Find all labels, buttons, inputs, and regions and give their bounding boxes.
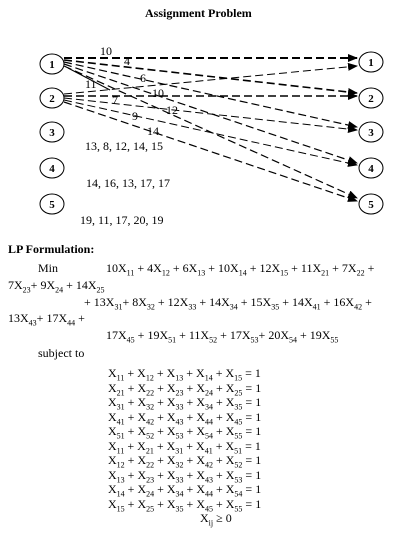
edge-cost-label: 11 (85, 77, 97, 91)
constraint-row: X14 + X24 + X34 + X44 + X54 = 1 (108, 482, 262, 499)
constraint-row: X21 + X22 + X23 + X24 + X25 = 1 (108, 380, 262, 397)
constraint-row: X51 + X52 + X53 + X54 + X55 = 1 (108, 424, 262, 441)
svg-text:5: 5 (49, 199, 55, 211)
edge-cost-label: 10 (100, 44, 112, 58)
right-node-5: 5 (358, 193, 384, 215)
edge-cost-label: 10 (152, 86, 164, 100)
row-costs-3: 13, 8, 12, 14, 15 (85, 139, 163, 153)
svg-text:3: 3 (368, 127, 374, 139)
edge-cost-label: 4 (124, 54, 130, 68)
constraint-row: X15 + X25 + X35 + X45 + X55 = 1 (108, 496, 262, 513)
svg-text:5: 5 (368, 199, 374, 211)
objective-line: + 13X31+ 8X32 + 12X33 + 14X34 + 15X35 + … (84, 295, 372, 312)
assignment-edge (63, 62, 358, 95)
row-costs-5: 19, 11, 17, 20, 19 (80, 213, 164, 227)
assignment-edge (63, 97, 358, 133)
right-node-3: 3 (358, 121, 384, 143)
edge-cost-label: 9 (132, 109, 138, 123)
left-node-3: 3 (39, 121, 65, 143)
objective-line: 17X45 + 19X51 + 11X52 + 17X53+ 20X54 + 1… (106, 328, 339, 345)
edge-cost-label: 7 (112, 93, 118, 107)
right-node-2: 2 (358, 87, 384, 109)
assignment-edge (63, 101, 358, 202)
svg-text:2: 2 (368, 93, 374, 105)
left-node-4: 4 (39, 157, 65, 179)
svg-text:1: 1 (49, 59, 55, 71)
min-label: Min (38, 261, 59, 275)
assignment-edge (63, 59, 358, 96)
left-node-2: 2 (39, 87, 65, 109)
row-costs-4: 14, 16, 13, 17, 17 (86, 176, 170, 190)
assignment-edge (63, 99, 358, 167)
assignment-edge (63, 61, 358, 129)
svg-text:4: 4 (368, 163, 374, 175)
assignment-edge (67, 67, 111, 91)
nonnegativity-constraint: Xij ≥ 0 (200, 511, 232, 528)
constraint-row: X31 + X32 + X33 + X34 + X35 = 1 (108, 395, 262, 412)
constraint-row: X41 + X42 + X43 + X44 + X45 = 1 (108, 409, 262, 426)
svg-text:2: 2 (49, 93, 55, 105)
constraint-row: X11 + X12 + X13 + X14 + X15 = 1 (108, 366, 261, 383)
assignment-edges (63, 54, 358, 202)
objective-line: 13X43+ 17X44 + (8, 311, 85, 328)
constraint-row: X11 + X21 + X31 + X41 + X51 = 1 (108, 438, 261, 455)
left-node-1: 1 (39, 53, 65, 75)
constraint-row: X12 + X22 + X32 + X42 + X52 = 1 (108, 453, 262, 470)
lp-heading: LP Formulation: (8, 242, 95, 256)
edge-cost-label: 6 (140, 71, 146, 85)
objective-line: 10X11 + 4X12 + 6X13 + 10X14 + 12X15 + 11… (106, 261, 375, 278)
subject-to-label: subject to (38, 346, 85, 360)
right-node-1: 1 (358, 51, 384, 73)
left-node-5: 5 (39, 193, 65, 215)
svg-text:4: 4 (49, 163, 55, 175)
assignment-edge (63, 63, 358, 164)
page-title: Assignment Problem (145, 6, 252, 20)
edge-cost-label: 14 (147, 124, 159, 138)
constraint-row: X13 + X23 + X33 + X43 + X53 = 1 (108, 467, 262, 484)
objective-line: 7X23+ 9X24 + 14X25 (8, 278, 105, 295)
svg-text:1: 1 (368, 57, 374, 69)
right-node-4: 4 (358, 157, 384, 179)
svg-text:3: 3 (49, 127, 55, 139)
edge-cost-label: 12 (166, 103, 178, 117)
